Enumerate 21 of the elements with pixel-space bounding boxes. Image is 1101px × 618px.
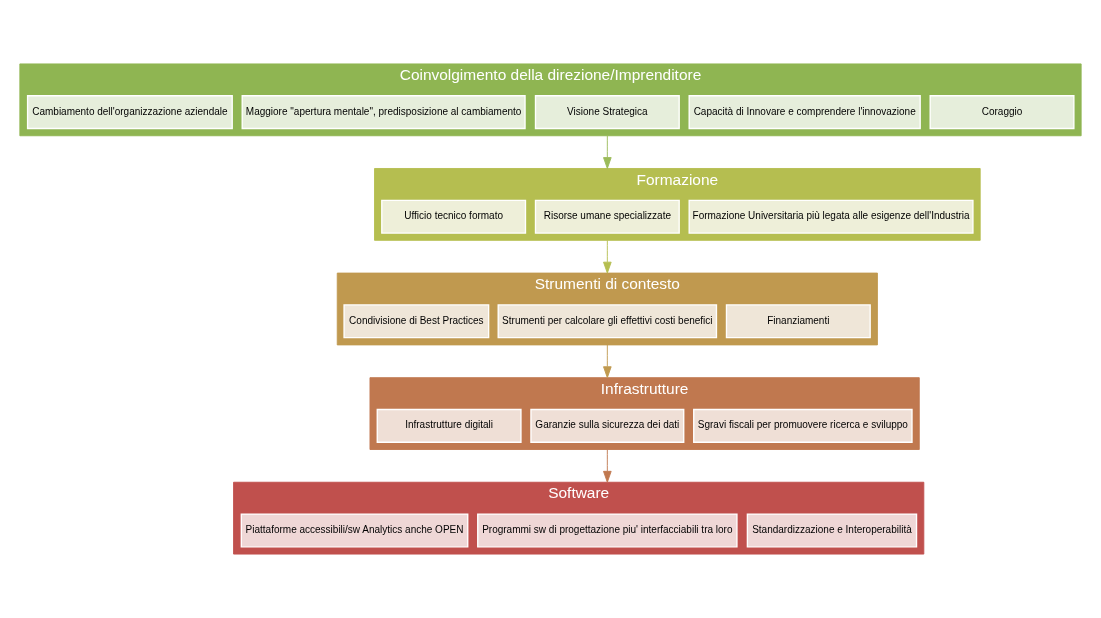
arrow (603, 239, 612, 274)
node-box: Coraggio (929, 95, 1075, 130)
node-box: Infrastrutture digitali (376, 408, 522, 443)
node-box: Programmi sw di progettazione piu' interfacciabili tra loro (477, 513, 738, 548)
node-box: Standardizzazione e Interoperabilità (746, 513, 918, 548)
node-box: Cambiamento dell'organizzazione aziendale (26, 95, 233, 130)
node-box: Visione Strategica (534, 95, 680, 130)
arrow (603, 135, 612, 169)
node-box: Sgravi fiscali per promuovere ricerca e sviluppo (693, 408, 913, 443)
node-box: Maggiore "apertura mentale", predisposizione al cambiamento (241, 95, 526, 130)
node-box: Piattaforme accessibili/sw Analytics anche OPEN (240, 513, 469, 548)
node-box: Strumenti per calcolare gli effettivi costi benefici (497, 304, 718, 339)
node-box: Ufficio tecnico formato (381, 199, 527, 234)
node-box: Garanzie sulla sicurezza dei dati (530, 408, 685, 443)
node-box: Condivisione di Best Practices (343, 304, 490, 339)
node-box: Capacità di Innovare e comprendere l'innovazione (688, 95, 921, 130)
arrow (603, 449, 612, 483)
arrow (603, 344, 612, 379)
node-box: Finanziamenti (725, 304, 871, 339)
node-box: Formazione Universitaria più legata alle esigenze dell'Industria (688, 199, 974, 234)
node-box: Risorse umane specializzate (534, 199, 680, 234)
